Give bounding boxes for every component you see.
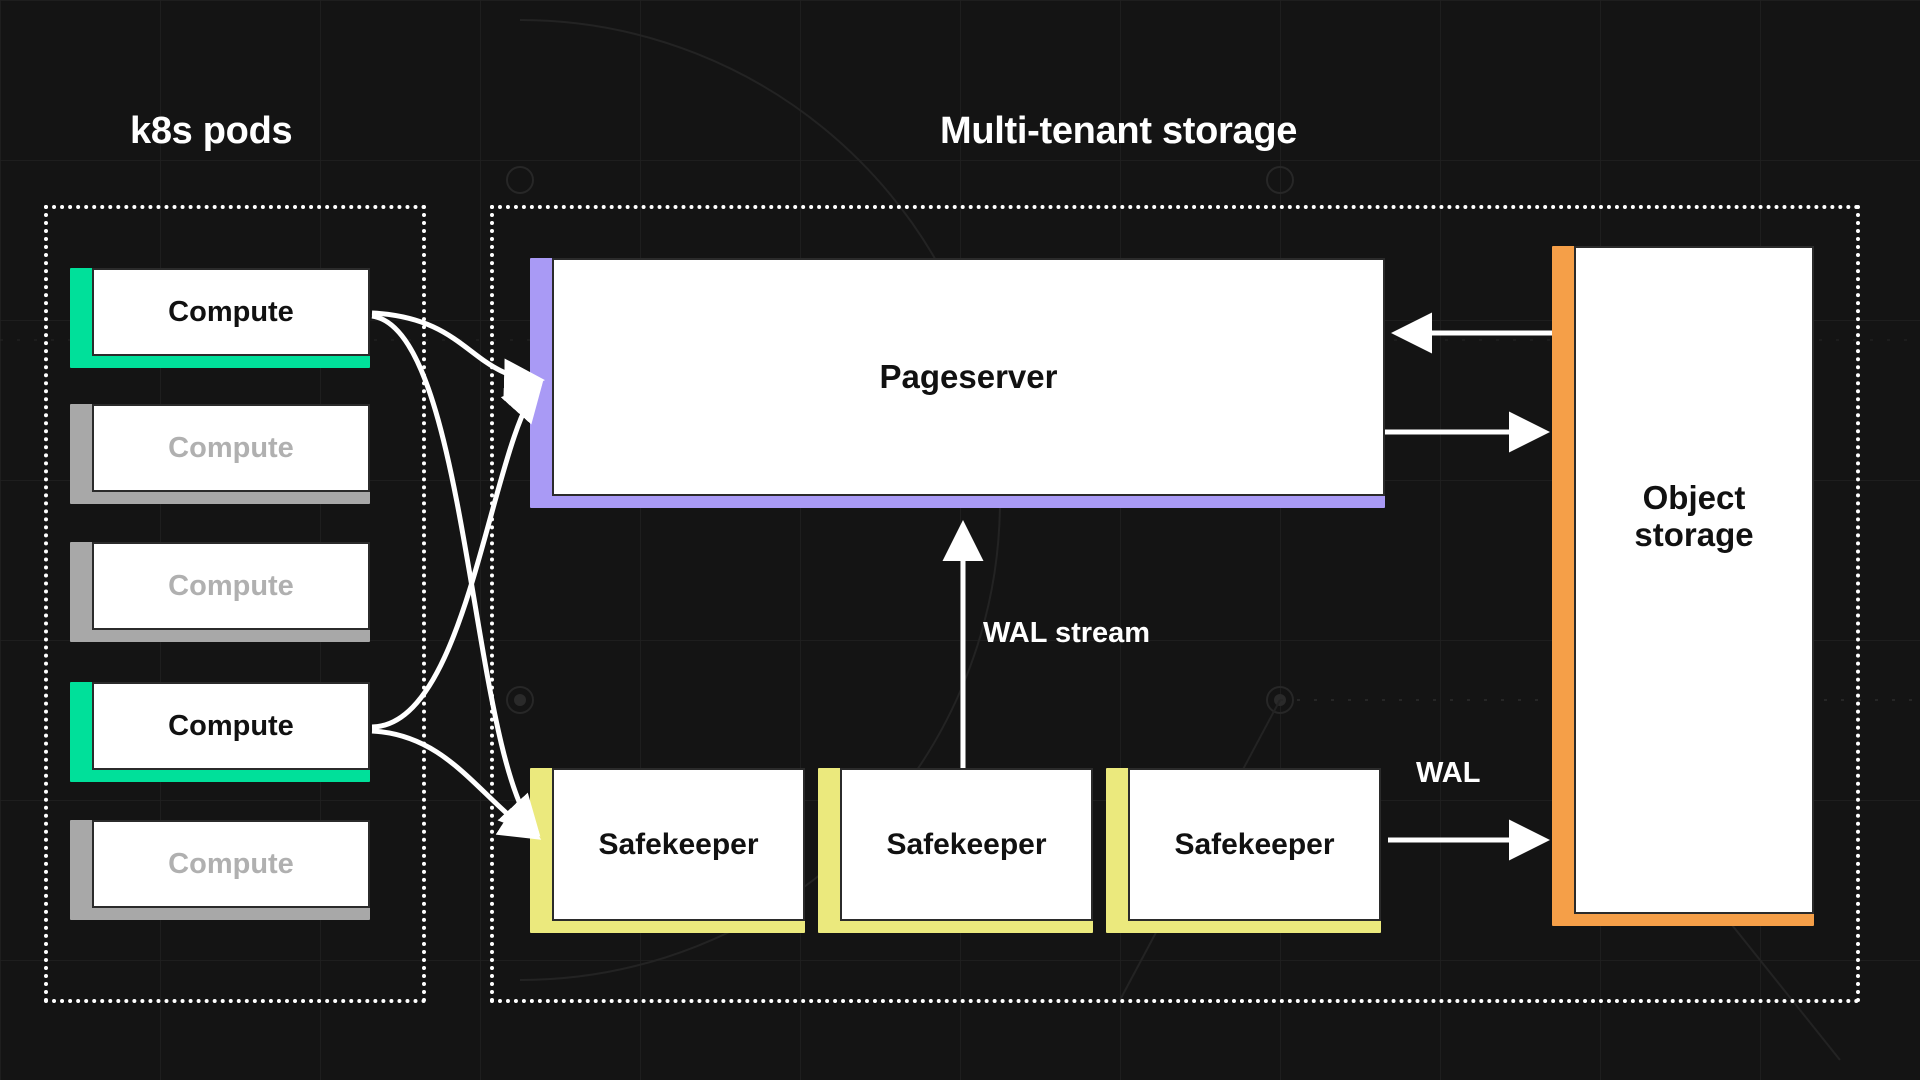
compute-4-label-box: Compute: [92, 682, 370, 770]
edge-label-wal: WAL: [1416, 757, 1481, 789]
safekeeper-3-label: Safekeeper: [1174, 827, 1335, 861]
node-compute-4[interactable]: Compute: [70, 682, 370, 782]
safekeeper-1-label: Safekeeper: [598, 827, 759, 861]
safekeeper-2-label: Safekeeper: [886, 827, 1047, 861]
node-safekeeper-3[interactable]: Safekeeper: [1106, 768, 1381, 933]
safekeeper-1-label-box: Safekeeper: [552, 768, 805, 921]
compute-5-label-box: Compute: [92, 820, 370, 908]
pageserver-label: Pageserver: [879, 357, 1058, 395]
compute-2-label: Compute: [168, 431, 294, 464]
section-title-k8s-pods: k8s pods: [130, 110, 293, 152]
safekeeper-3-label-box: Safekeeper: [1128, 768, 1381, 921]
object-storage-label-line1: Object: [1642, 479, 1746, 516]
compute-1-label: Compute: [168, 295, 294, 328]
node-compute-3[interactable]: Compute: [70, 542, 370, 642]
compute-2-label-box: Compute: [92, 404, 370, 492]
compute-4-label: Compute: [168, 709, 294, 742]
compute-1-label-box: Compute: [92, 268, 370, 356]
node-pageserver[interactable]: Pageserver: [530, 258, 1385, 508]
compute-3-label: Compute: [168, 569, 294, 602]
edge-label-wal-stream: WAL stream: [983, 617, 1151, 649]
compute-3-label-box: Compute: [92, 542, 370, 630]
node-safekeeper-1[interactable]: Safekeeper: [530, 768, 805, 933]
safekeeper-2-label-box: Safekeeper: [840, 768, 1093, 921]
pageserver-label-box: Pageserver: [552, 258, 1385, 496]
object-storage-label-box: Object storage: [1574, 246, 1814, 914]
object-storage-label-line2: storage: [1634, 515, 1754, 553]
node-object-storage[interactable]: Object storage: [1552, 246, 1814, 926]
node-safekeeper-2[interactable]: Safekeeper: [818, 768, 1093, 933]
node-compute-1[interactable]: Compute: [70, 268, 370, 368]
section-title-multi-tenant-storage: Multi-tenant storage: [940, 110, 1298, 152]
node-compute-5[interactable]: Compute: [70, 820, 370, 920]
node-compute-2[interactable]: Compute: [70, 404, 370, 504]
compute-5-label: Compute: [168, 847, 294, 880]
